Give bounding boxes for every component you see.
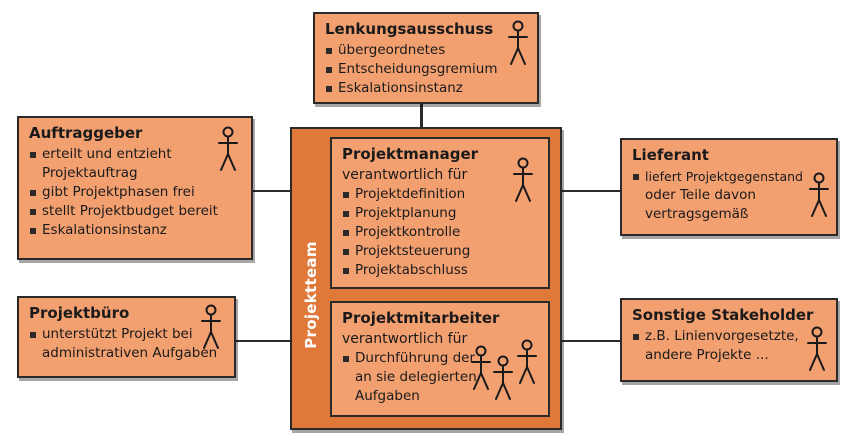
person-icon <box>512 157 534 203</box>
auftraggeber-title: Auftraggeber <box>29 124 143 142</box>
connector-lenkung-team <box>420 103 423 129</box>
list-item: gibt Projektphasen frei <box>29 183 241 202</box>
sonstige-stakeholder-box: Sonstige Stakeholder z.B. Linienvorgeset… <box>620 298 838 382</box>
list-item: andere Projekte ... <box>645 347 769 363</box>
projektmanager-list: Projektdefinition Projektplanung Projekt… <box>342 185 538 280</box>
lenkungsausschuss-box: Lenkungsausschuss übergeordnetes Entsche… <box>313 12 539 104</box>
projektmanager-subtitle: verantwortlich für <box>342 167 468 183</box>
auftraggeber-box: Auftraggeber erteilt und entzieht Projek… <box>17 116 253 260</box>
person-icon <box>507 20 529 66</box>
list-item: stellt Projektbudget bereit <box>29 202 241 221</box>
list-item: administrativen Aufgaben <box>42 345 218 361</box>
projektbuero-list: unterstützt Projekt bei administrativen … <box>29 325 224 363</box>
projektteam-label-area: Projektteam <box>296 180 326 410</box>
list-item: Durchführung der <box>342 349 538 368</box>
connector-auftraggeber-team <box>250 190 292 192</box>
list-item: z.B. Linienvorgesetzte, <box>632 327 826 346</box>
list-item: oder Teile davon <box>645 187 756 203</box>
list-item: liefert Projektgegenstand <box>632 167 826 186</box>
list-item: unterstützt Projekt bei <box>29 325 224 344</box>
list-item: Projektabschluss <box>342 261 538 280</box>
projektmitarbeiter-title: Projektmitarbeiter <box>342 309 500 327</box>
lenkungsausschuss-title: Lenkungsausschuss <box>325 20 494 38</box>
lieferant-list: liefert Projektgegenstand oder Teile dav… <box>632 167 826 224</box>
connector-projektbuero-team <box>235 340 292 342</box>
auftraggeber-list: erteilt und entzieht Projektauftrag gibt… <box>29 145 241 240</box>
projektbuero-title: Projektbüro <box>29 304 130 322</box>
connector-team-lieferant <box>562 190 622 192</box>
list-item: Projektsteuerung <box>342 242 538 261</box>
list-item: Eskalationsinstanz <box>325 79 527 98</box>
person-icon <box>200 304 222 350</box>
list-item: Projektkontrolle <box>342 223 538 242</box>
list-item: Aufgaben <box>355 388 420 404</box>
lieferant-box: Lieferant liefert Projektgegenstand oder… <box>620 138 838 236</box>
person-icon <box>516 339 538 385</box>
list-item: Projektauftrag <box>42 165 138 181</box>
sonstige-stakeholder-list: z.B. Linienvorgesetzte, andere Projekte … <box>632 327 826 365</box>
list-item: an sie delegierten <box>355 369 477 385</box>
sonstige-stakeholder-title: Sonstige Stakeholder <box>632 306 814 324</box>
lenkungsausschuss-list: übergeordnetes Entscheidungsgremium Eska… <box>325 41 527 98</box>
projektmanager-box: Projektmanager verantwortlich für Projek… <box>330 137 550 289</box>
person-icon <box>492 355 514 401</box>
list-item: Projektplanung <box>342 204 538 223</box>
list-item: Eskalationsinstanz <box>29 221 241 240</box>
list-item: Projektdefinition <box>342 185 538 204</box>
list-item: vertragsgemäß <box>645 206 749 222</box>
person-icon <box>806 326 828 372</box>
projektmitarbeiter-subtitle: verantwortlich für <box>342 331 468 347</box>
person-icon <box>808 172 830 218</box>
projektmanager-title: Projektmanager <box>342 145 479 163</box>
lieferant-title: Lieferant <box>632 146 709 164</box>
projektmitarbeiter-list: Durchführung der an sie delegierten Aufg… <box>342 349 538 406</box>
projektmitarbeiter-box: Projektmitarbeiter verantwortlich für Du… <box>330 301 550 417</box>
person-icon <box>470 345 492 391</box>
projektbuero-box: Projektbüro unterstützt Projekt bei admi… <box>17 296 236 378</box>
list-item: übergeordnetes <box>325 41 527 60</box>
list-item: erteilt und entzieht <box>29 145 241 164</box>
connector-team-sonstige <box>562 340 622 342</box>
projektteam-label: Projektteam <box>302 241 320 349</box>
person-icon <box>217 126 239 172</box>
list-item: Entscheidungsgremium <box>325 60 527 79</box>
